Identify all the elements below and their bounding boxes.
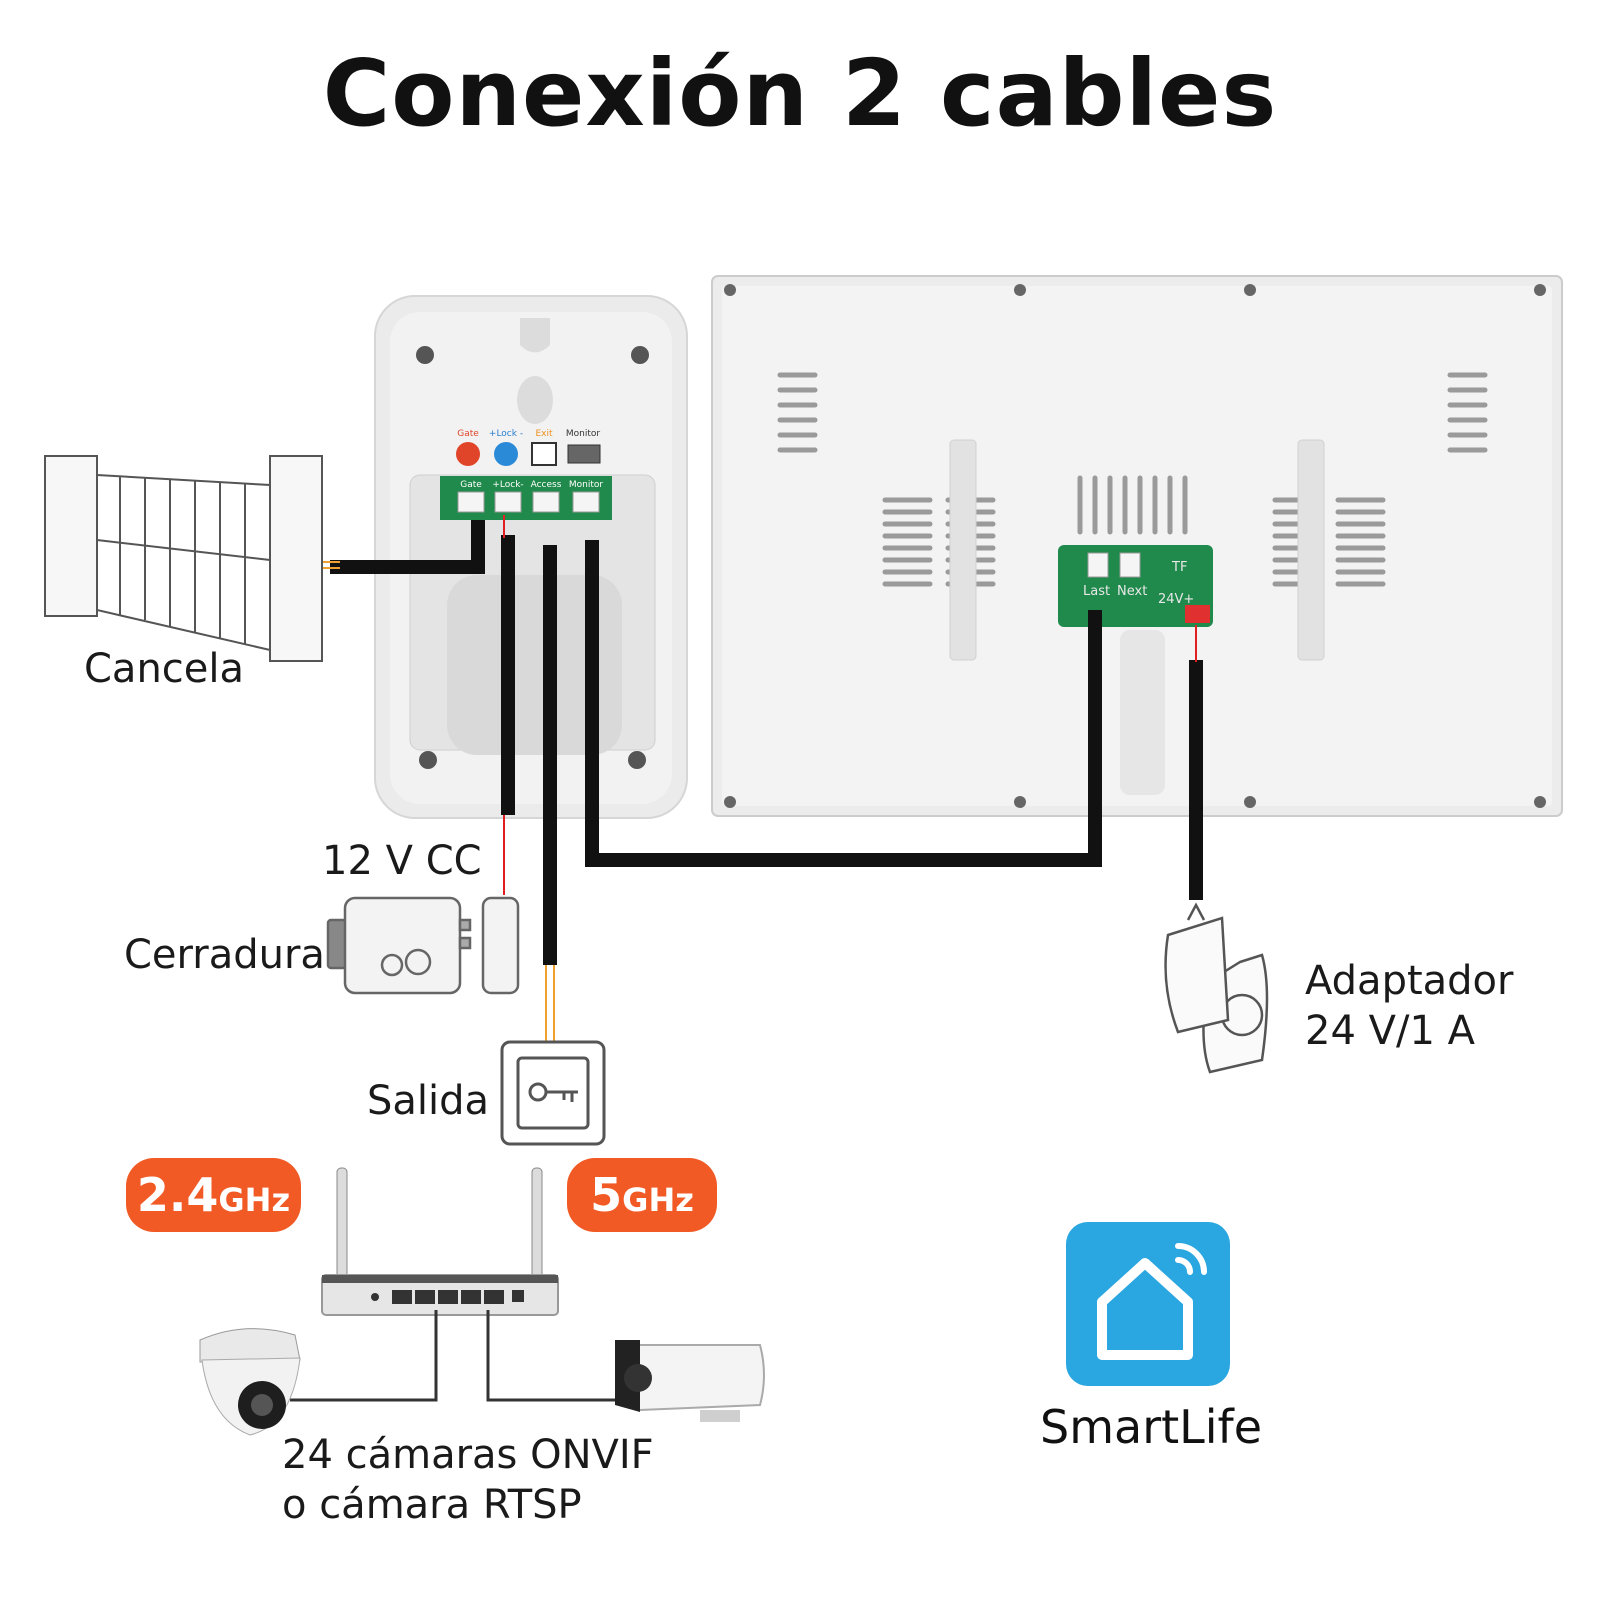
- page-title: Conexión 2 cables: [322, 40, 1278, 147]
- gate-icon: [44, 455, 323, 662]
- top-icon-label-exit: Exit: [535, 429, 553, 439]
- terminal-label-access: Access: [531, 480, 562, 490]
- outdoor-terminal-board: Gate +Lock- Access Monitor: [440, 476, 612, 520]
- badge-5ghz-unit: GHz: [622, 1181, 694, 1219]
- badge-2-4ghz-unit: GHz: [218, 1181, 291, 1219]
- monitor-cable: [585, 540, 1102, 867]
- board-label-next: Next: [1117, 584, 1147, 599]
- terminal-label-monitor: Monitor: [569, 480, 604, 490]
- exit-small-icon: [531, 442, 557, 466]
- cables: [318, 515, 1203, 1042]
- gate-label: Cancela: [84, 646, 245, 692]
- lock-icon: [326, 896, 520, 995]
- cameras-label-line1: 24 cámaras ONVIF: [282, 1432, 654, 1478]
- gate-cable: [330, 520, 485, 574]
- top-icon-label-gate: Gate: [457, 429, 479, 439]
- badge-2-4ghz-number: 2.4: [136, 1168, 219, 1222]
- terminal-label-lock: +Lock-: [492, 480, 523, 490]
- smartlife-label: SmartLife: [1040, 1400, 1263, 1454]
- exit-button-icon: [500, 1040, 606, 1146]
- cameras-label-line2: o cámara RTSP: [282, 1482, 582, 1528]
- board-label-tf: TF: [1171, 560, 1187, 575]
- badge-2-4ghz: 2.4 GHz: [126, 1158, 301, 1232]
- top-icon-label-monitor: Monitor: [566, 429, 601, 439]
- top-icon-label-lock: +Lock -: [489, 429, 523, 439]
- smartlife-home-icon: [1066, 1222, 1230, 1386]
- network-cable-dome: [290, 1310, 438, 1402]
- outdoor-unit: Gate +Lock - Exit Monitor Gate +Lock- Ac…: [374, 295, 688, 819]
- adapter-label-line1: Adaptador: [1305, 958, 1514, 1004]
- outdoor-top-icons: Gate +Lock - Exit Monitor: [456, 429, 601, 466]
- power-adapter-icon: [1164, 902, 1269, 1074]
- gate-small-icon: [456, 442, 480, 466]
- indoor-monitor: Last Next TF 24V+: [711, 275, 1563, 817]
- bullet-camera-icon: [615, 1340, 765, 1422]
- badge-5ghz-number: 5: [590, 1168, 623, 1222]
- dome-camera-icon: [199, 1328, 301, 1436]
- network-cable-bullet: [486, 1310, 634, 1402]
- voltage-label: 12 V CC: [322, 838, 482, 884]
- key-small-icon: [494, 442, 518, 466]
- lock-label: Cerradura: [124, 932, 325, 978]
- monitor-terminal-board: Last Next TF 24V+: [1058, 545, 1213, 627]
- board-label-last: Last: [1083, 584, 1110, 599]
- terminal-label-gate: Gate: [460, 480, 482, 490]
- badge-5ghz: 5 GHz: [567, 1158, 717, 1232]
- monitor-small-icon: [567, 444, 601, 464]
- exit-label: Salida: [367, 1078, 490, 1124]
- adapter-label-line2: 24 V/1 A: [1305, 1008, 1475, 1054]
- router-icon: [321, 1167, 559, 1316]
- board-label-24v: 24V+: [1158, 592, 1194, 607]
